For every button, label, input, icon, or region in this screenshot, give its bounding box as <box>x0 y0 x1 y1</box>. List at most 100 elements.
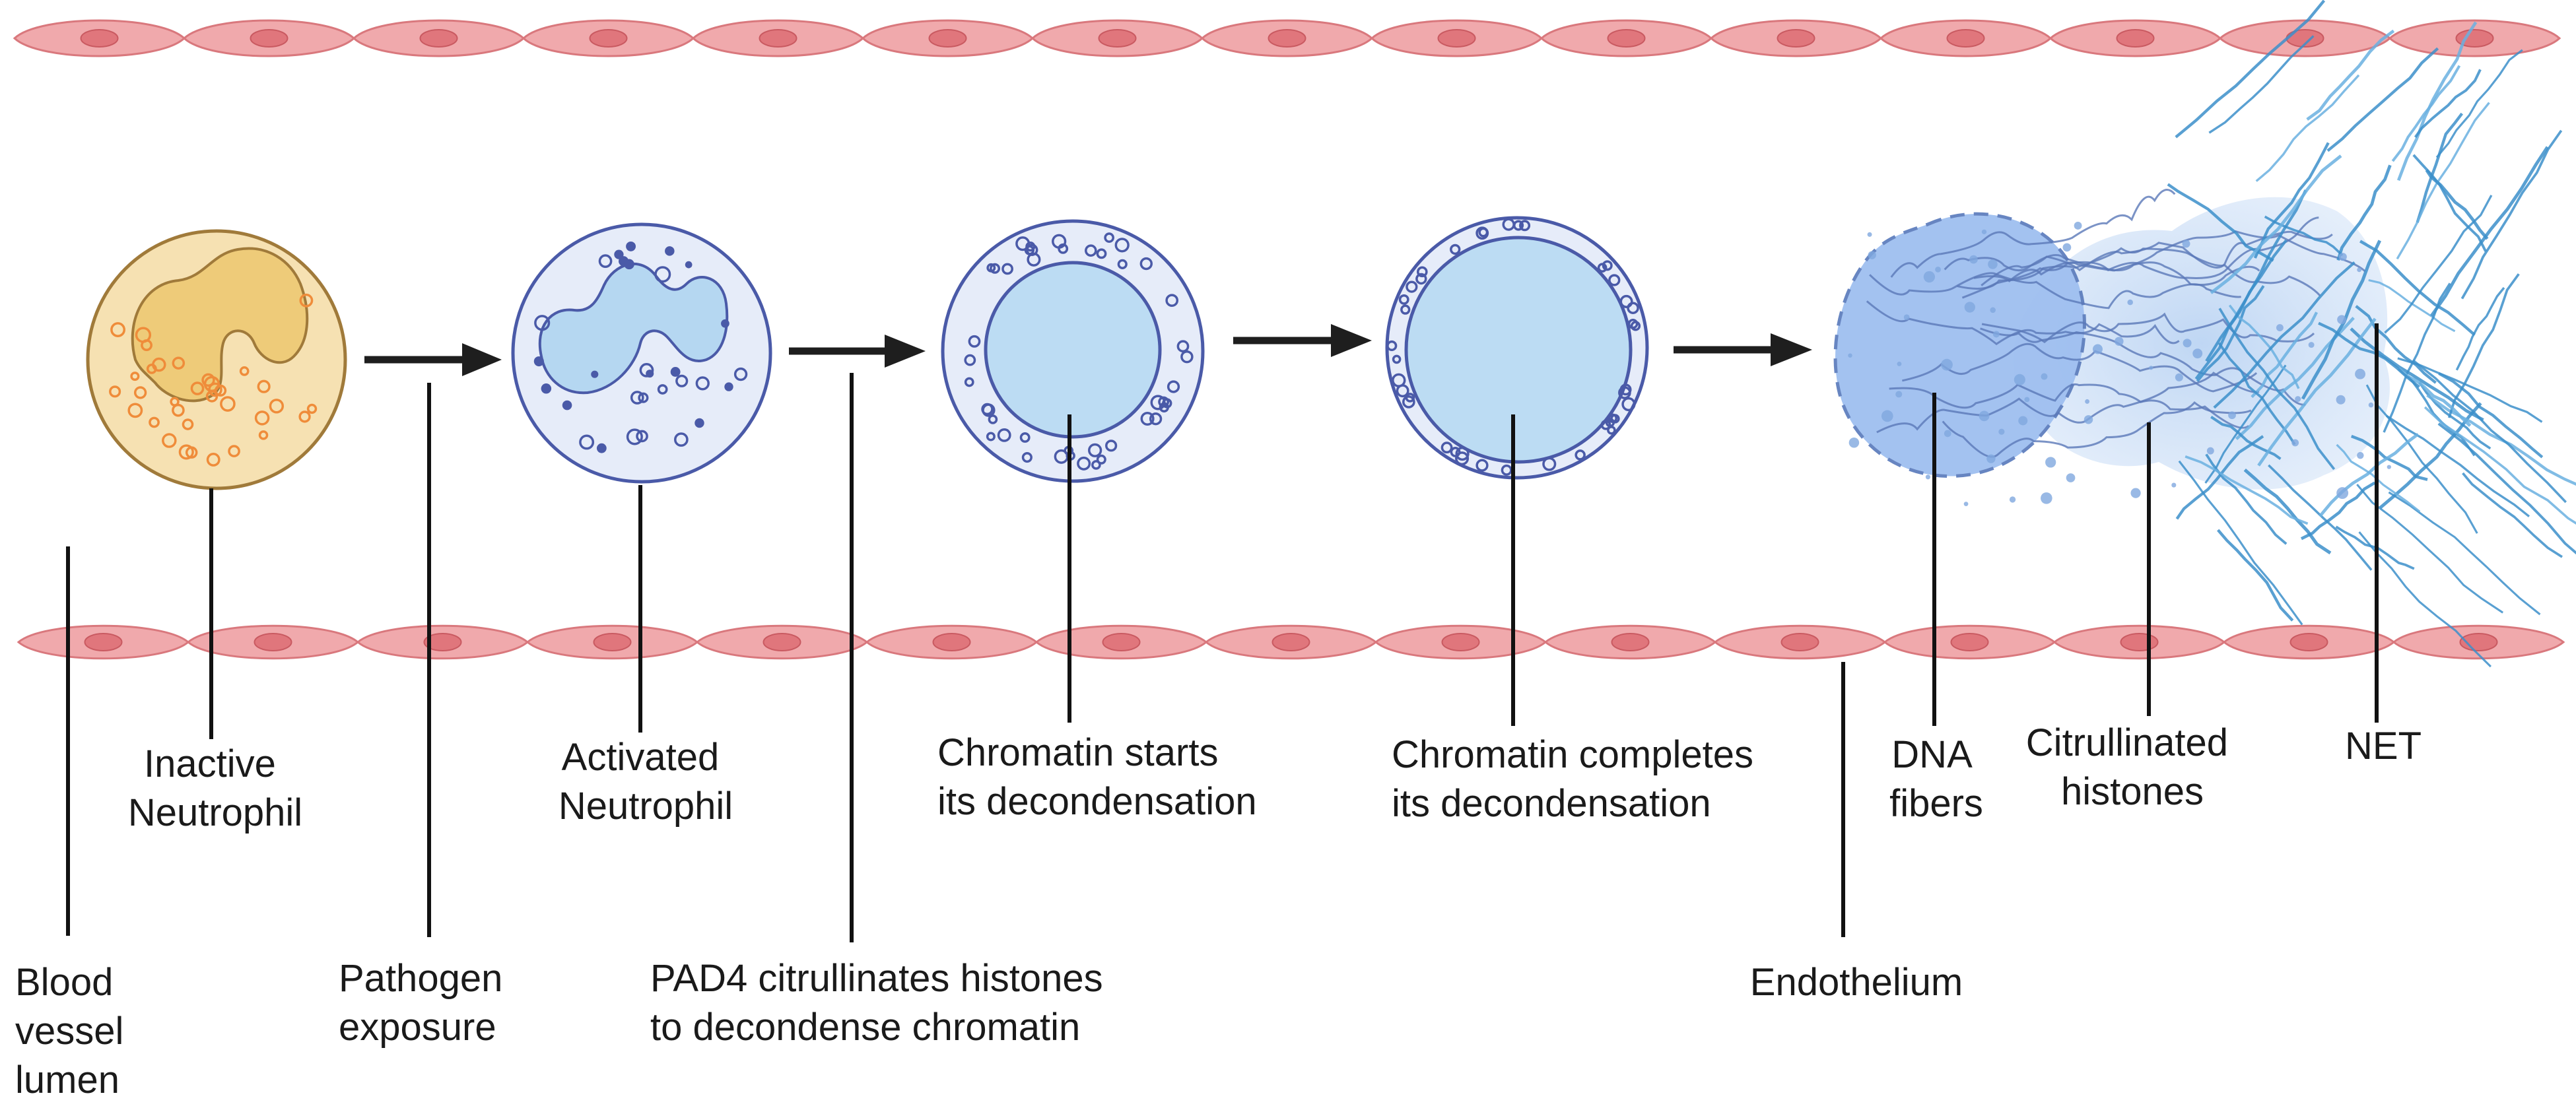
granule <box>170 397 180 407</box>
granule <box>1019 432 1031 443</box>
granule <box>988 414 998 424</box>
granule <box>109 385 121 398</box>
histone-dot <box>1895 391 1903 398</box>
granule <box>1026 244 1038 256</box>
histone-dot <box>1992 331 2000 338</box>
label-activated-neutrophil: Activated Neutrophil <box>559 736 733 828</box>
granule <box>1627 319 1639 329</box>
activated-neutrophil-cell <box>511 222 772 484</box>
granule <box>981 403 994 416</box>
net-fiber <box>2385 414 2530 517</box>
net-fiber <box>2205 453 2288 545</box>
histone-dot <box>1941 358 1953 371</box>
histone-dot <box>2041 373 2048 380</box>
net-fiber <box>2208 35 2315 134</box>
histone-dot <box>2084 415 2093 424</box>
net-fiber <box>2217 529 2294 622</box>
histone-dot <box>1990 307 1996 313</box>
histone-dot <box>1925 474 1930 480</box>
histone-dot <box>2009 496 2016 503</box>
granule <box>1402 395 1415 409</box>
endothelial-nucleus <box>80 29 119 48</box>
granule <box>152 357 166 372</box>
label-net: NET <box>2345 725 2422 768</box>
granule <box>534 315 551 331</box>
granule <box>1386 340 1398 352</box>
net-fiber <box>2425 169 2489 240</box>
net-fiber <box>2185 455 2309 525</box>
granule <box>1441 442 1453 454</box>
histone-dot <box>2291 439 2299 447</box>
granule <box>1096 248 1107 259</box>
granule <box>1406 280 1418 293</box>
arrow-3 <box>1233 324 1372 357</box>
granule <box>964 377 974 387</box>
histone-dots <box>1848 222 2391 506</box>
granule <box>1392 354 1402 364</box>
net-fiber <box>2218 342 2296 445</box>
histone-dot <box>2175 373 2183 381</box>
endothelial-nucleus <box>1268 29 1306 48</box>
granule <box>674 432 689 447</box>
granule <box>141 339 153 351</box>
granule <box>1450 244 1461 255</box>
net-fiber <box>2455 286 2505 371</box>
granule <box>228 445 240 457</box>
label-blood-vessel-lumen: Blood vessel lumen <box>15 961 135 1101</box>
granule <box>596 443 607 453</box>
granule <box>1627 302 1639 314</box>
granule <box>206 453 220 467</box>
inactive-neutrophil-cell <box>86 229 347 490</box>
histone-dot <box>2018 416 2028 426</box>
granule <box>685 261 693 269</box>
net-fiber <box>2435 49 2523 158</box>
granule <box>1096 454 1106 465</box>
chromatin-starts-cell <box>941 219 1205 483</box>
histone-dot <box>2276 324 2284 332</box>
activated-nucleus <box>538 262 729 395</box>
granule <box>1416 266 1428 278</box>
label-chromatin-starts: Chromatin starts its decondensation <box>937 731 1257 823</box>
granule <box>968 335 981 348</box>
endothelial-nucleus <box>423 633 462 651</box>
dna-strand <box>1869 272 2241 310</box>
granule <box>1455 451 1470 466</box>
arrow-2 <box>789 335 926 368</box>
histone-dot <box>1979 410 1990 422</box>
endothelial-nucleus <box>932 633 971 651</box>
dna-fibers <box>1866 189 2366 458</box>
histone-dot <box>1964 302 1975 313</box>
net-fiber <box>2326 47 2439 152</box>
net-fiber <box>2306 29 2395 121</box>
granule <box>626 241 636 251</box>
net-fiber <box>2253 142 2330 259</box>
net-fiber <box>2243 469 2332 555</box>
granule <box>636 430 648 443</box>
granule <box>172 403 185 417</box>
histone-dot <box>2336 487 2349 500</box>
net-fiber <box>2412 154 2487 252</box>
histone-dot <box>1881 410 1893 422</box>
granule <box>579 434 595 450</box>
endothelial-nucleus <box>254 633 292 651</box>
granule <box>638 392 649 403</box>
net-fiber <box>2175 435 2264 520</box>
granule <box>110 322 125 337</box>
granule <box>598 254 613 269</box>
net-fiber <box>2412 359 2567 504</box>
granule <box>990 263 1001 274</box>
chromatin-completes-cell <box>1385 216 1649 480</box>
granule <box>964 354 976 366</box>
granule <box>1162 398 1172 409</box>
histone-dot <box>2183 339 2192 348</box>
net-fiber <box>2391 65 2461 162</box>
granule <box>665 246 675 256</box>
histone-dot <box>2357 451 2364 459</box>
net-fiber <box>2368 278 2456 333</box>
net-fiber <box>2251 311 2319 399</box>
granule <box>986 263 996 273</box>
dna-strand <box>1889 383 2250 429</box>
granule <box>1398 294 1409 305</box>
granule <box>626 428 643 445</box>
net-fiber <box>2264 215 2344 257</box>
